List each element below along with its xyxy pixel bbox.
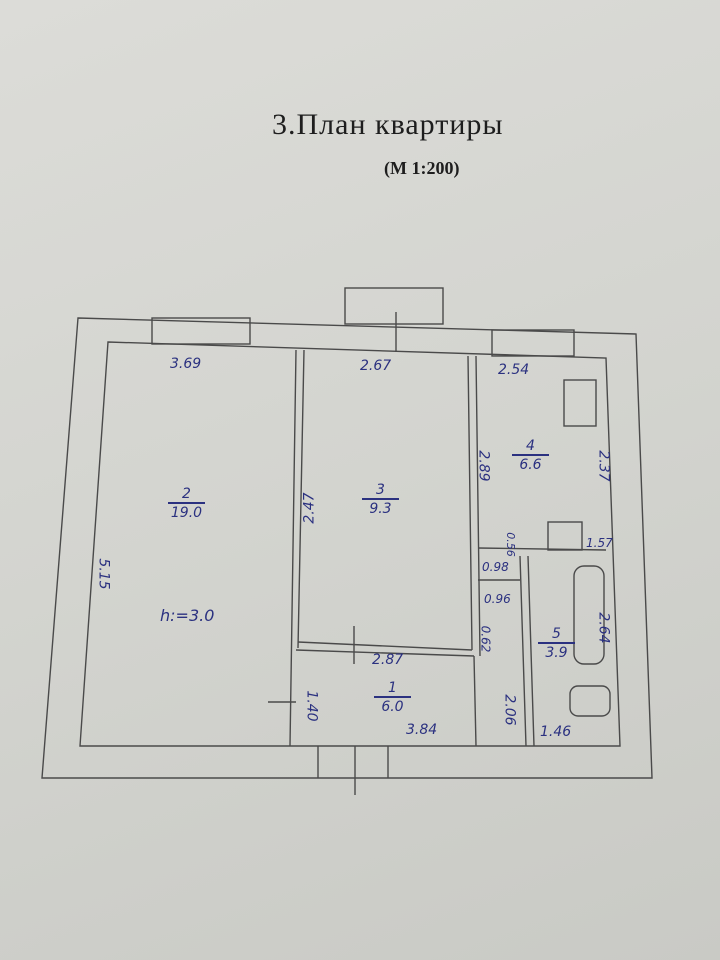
room-number: 3 <box>362 482 399 500</box>
sink-4 <box>547 521 583 551</box>
balcony <box>344 287 444 325</box>
wall-r5 <box>477 547 607 747</box>
room-area: 9.3 <box>369 501 392 517</box>
dim-r1-side: 1.40 <box>303 690 320 722</box>
room-1-label: 1 6.0 <box>374 680 411 716</box>
dim-r4-left: 2.89 <box>475 450 492 482</box>
dim-062: 0.62 <box>478 625 493 653</box>
dim-r4-width: 2.54 <box>498 362 530 378</box>
room-area: 6.6 <box>519 457 542 473</box>
dim-r5-width: 1.46 <box>540 724 572 740</box>
ceiling-height: h:=3.0 <box>160 606 215 625</box>
wall-r3-bottom <box>295 641 475 657</box>
dim-r2-length: 5.15 <box>95 558 112 590</box>
room-number: 1 <box>374 680 411 698</box>
dim-r3-width: 2.67 <box>360 358 392 374</box>
toilet <box>569 685 611 717</box>
plan-scale: (М 1:200) <box>384 158 460 178</box>
window-right <box>491 329 575 357</box>
dim-096: 0.96 <box>484 592 511 606</box>
axis-mark <box>268 626 355 703</box>
dim-r1-top: 2.87 <box>372 652 404 668</box>
room-number: 2 <box>168 486 205 504</box>
wall-r3-r4 <box>467 355 481 657</box>
dim-056: 0.56 <box>503 532 517 557</box>
room-area: 19.0 <box>170 505 203 521</box>
room-number: 4 <box>512 438 549 456</box>
outer-wall <box>41 317 653 779</box>
bathtub <box>573 565 605 665</box>
room-4-label: 4 6.6 <box>512 438 549 474</box>
dim-157: 1.57 <box>586 536 613 550</box>
room-number: 5 <box>538 626 575 644</box>
inner-wall <box>79 341 621 747</box>
room-3-label: 3 9.3 <box>362 482 399 518</box>
entry-door <box>317 746 389 795</box>
dim-r4-right: 2.37 <box>595 450 612 482</box>
room-2-label: 2 19.0 <box>168 486 205 522</box>
dim-098: 0.98 <box>482 560 509 574</box>
room-area: 6.0 <box>381 699 404 715</box>
dim-r3-length: 2.47 <box>301 492 318 524</box>
dim-r2-width: 3.69 <box>170 356 202 372</box>
plan-title: 3.План квартиры <box>272 108 504 141</box>
room-5-label: 5 3.9 <box>538 626 575 662</box>
dim-r5-length: 2.64 <box>595 612 612 644</box>
wall-r2-r3 <box>289 349 305 747</box>
stove <box>563 379 597 427</box>
window-left <box>151 317 251 345</box>
corridor-wall <box>473 655 477 747</box>
dim-206: 2.06 <box>501 694 518 726</box>
dim-r1-bottom: 3.84 <box>406 722 438 738</box>
room-area: 3.9 <box>545 645 568 661</box>
